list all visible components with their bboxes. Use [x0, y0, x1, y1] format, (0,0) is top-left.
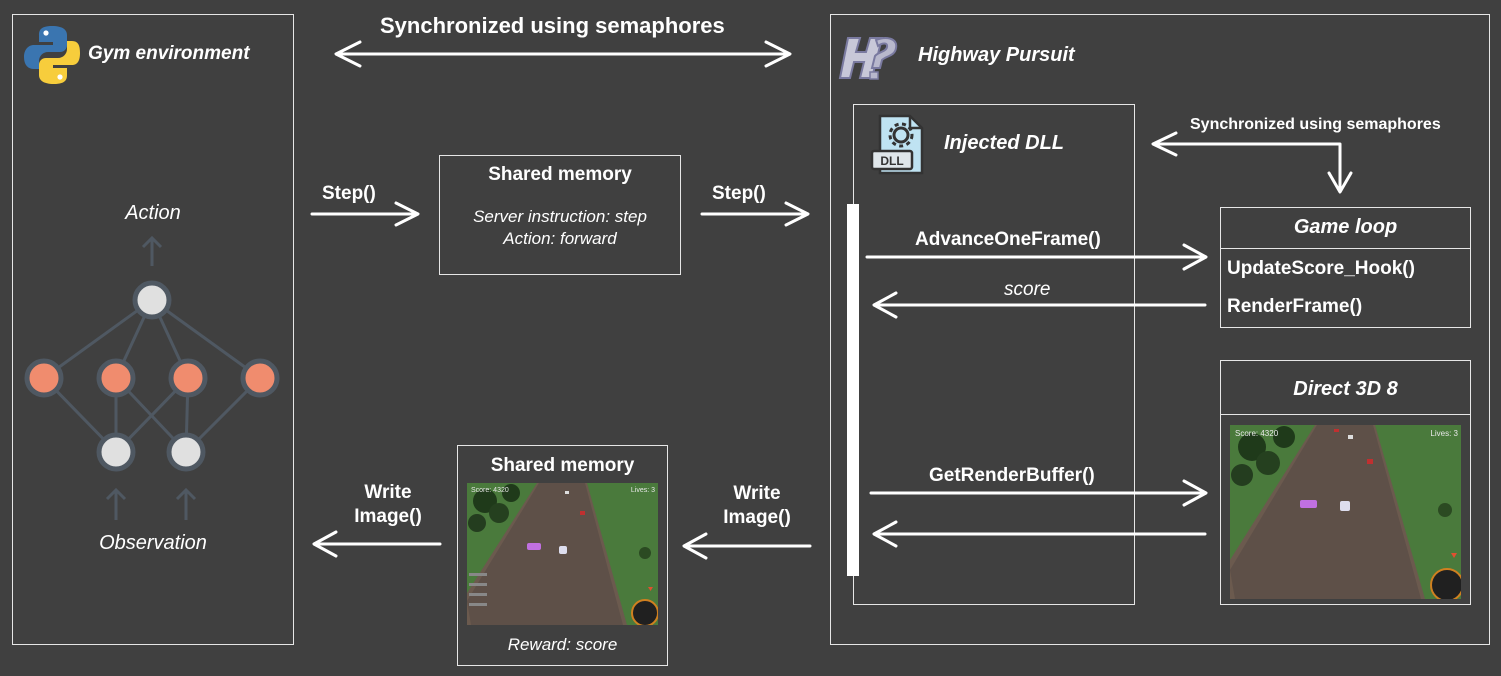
- game-loop-title: Game loop: [1293, 216, 1398, 238]
- inner-sync-label: Synchronized using semaphores: [1190, 116, 1441, 133]
- advance-one-frame-arrow: [865, 243, 1208, 271]
- highway-pursuit-panel: [830, 14, 1490, 645]
- shared-memory-top-action: Action: forward: [503, 229, 617, 248]
- game-frame-image-shared-memory: Score: 4320 Lives: 3: [467, 483, 658, 625]
- render-frame-label: RenderFrame(): [1227, 296, 1363, 317]
- hud-score-bottom: Score: 4320: [471, 487, 509, 494]
- get-render-buffer-label: GetRenderBuffer(): [929, 465, 1095, 486]
- game-loop-divider: [1220, 248, 1471, 249]
- write-image-left-line2: Image(): [354, 506, 422, 527]
- observation-label: Observation: [99, 532, 207, 554]
- shared-memory-top-instruction: Server instruction: step: [473, 207, 647, 226]
- hud-lives-bottom: Lives: 3: [631, 487, 655, 494]
- render-buffer-return-arrow: [872, 520, 1207, 548]
- direct3d-divider: [1220, 414, 1471, 415]
- action-label: Action: [125, 202, 181, 224]
- shared-memory-top: [439, 155, 681, 275]
- game-frame-image-direct3d: Score: 4320 Lives: 3: [1230, 425, 1461, 599]
- gym-environment-title: Gym environment: [88, 43, 250, 64]
- action-up-arrow-icon: [141, 235, 163, 266]
- hidden-node-2: [96, 358, 136, 398]
- gym-environment-panel: [12, 14, 294, 645]
- dll-icon-label: DLL: [880, 154, 903, 168]
- observation-up-arrow-icons: [105, 487, 197, 520]
- dll-file-icon: DLL: [870, 114, 924, 175]
- dll-lifeline-bar: [847, 204, 859, 576]
- score-label: score: [1004, 279, 1051, 300]
- shared-memory-bottom: [457, 445, 668, 666]
- step-arrow-right: [700, 201, 810, 227]
- direct3d-title: Direct 3D 8: [1293, 378, 1398, 400]
- hidden-node-3: [168, 358, 208, 398]
- shared-memory-top-title: Shared memory: [488, 164, 632, 185]
- write-image-right-line1: Write: [733, 483, 781, 504]
- hud-lives-direct3d: Lives: 3: [1430, 429, 1458, 438]
- hidden-node-1: [24, 358, 64, 398]
- update-score-hook-label: UpdateScore_Hook(): [1227, 258, 1415, 279]
- top-sync-double-arrow: [334, 40, 792, 68]
- injected-dll-title: Injected DLL: [944, 132, 1065, 154]
- write-image-arrow-right: [682, 532, 812, 560]
- step-arrow-left: [310, 201, 420, 227]
- score-return-arrow: [872, 291, 1207, 319]
- input-node-2: [166, 432, 206, 472]
- shared-memory-bottom-title: Shared memory: [490, 455, 635, 476]
- advance-one-frame-label: AdvanceOneFrame(): [915, 229, 1101, 250]
- highway-pursuit-title: Highway Pursuit: [918, 44, 1075, 66]
- input-node-1: [96, 432, 136, 472]
- get-render-buffer-arrow: [869, 479, 1208, 507]
- step-label-left: Step(): [322, 183, 376, 204]
- top-sync-label: Synchronized using semaphores: [380, 13, 725, 38]
- hud-score-direct3d: Score: 4320: [1235, 429, 1279, 438]
- output-node: [132, 280, 172, 320]
- direct3d-box: [1220, 360, 1471, 605]
- write-image-right-line2: Image(): [723, 507, 791, 528]
- python-logo-icon: [24, 26, 80, 84]
- hidden-node-4: [240, 358, 280, 398]
- inner-sync-elbow-arrow: [1151, 131, 1353, 194]
- highway-pursuit-logo-icon: [838, 37, 898, 80]
- step-label-right: Step(): [712, 183, 766, 204]
- write-image-arrow-left: [312, 530, 442, 558]
- game-loop-box: [1220, 207, 1471, 328]
- shared-memory-bottom-caption: Reward: score: [507, 635, 618, 654]
- write-image-left-line1: Write: [364, 482, 412, 503]
